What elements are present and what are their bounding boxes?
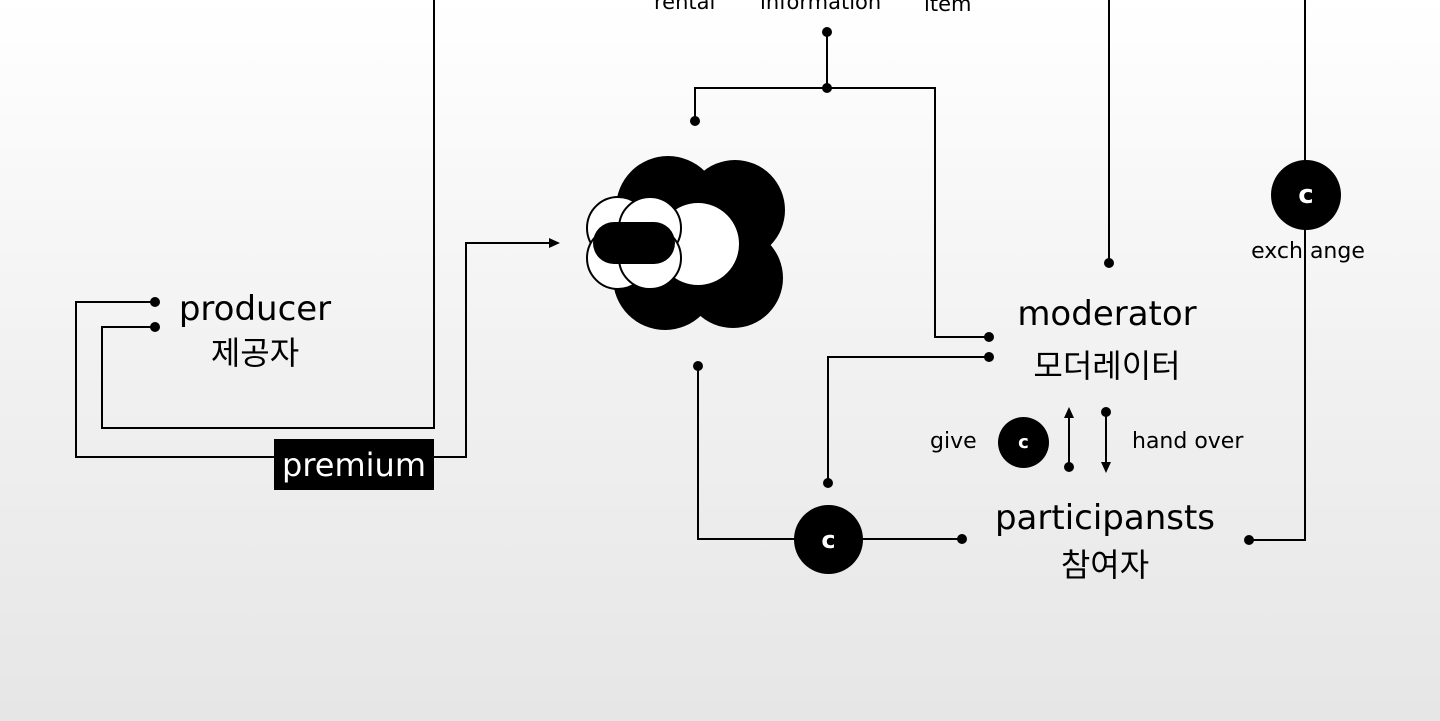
- producer-label-kr: 제공자: [210, 334, 300, 372]
- dot-moderator-top: [1104, 258, 1114, 268]
- dot-info-junction: [822, 83, 832, 93]
- dot-info-left: [690, 116, 700, 126]
- platform-icon: [586, 156, 785, 330]
- label-item: item: [924, 0, 972, 16]
- participants-label-kr: 참여자: [1060, 546, 1150, 584]
- connector-center-to-participants: [697, 366, 962, 540]
- dot-information: [822, 27, 832, 37]
- label-give: give: [930, 429, 977, 454]
- producer-label: producer: [178, 289, 332, 329]
- dot-participants-left: [957, 534, 967, 544]
- label-information: information: [760, 0, 882, 14]
- dot-c-top: [823, 478, 833, 488]
- dot-moderator-1: [984, 332, 994, 342]
- label-rental: rental: [654, 0, 716, 14]
- premium-tag: premium: [274, 439, 434, 490]
- dot-moderator-2: [984, 352, 994, 362]
- connector-info-left: [694, 87, 827, 121]
- dot-center-bottom: [693, 361, 703, 371]
- label-hand-over: hand over: [1132, 429, 1244, 454]
- currency-badge-give-letter: c: [1018, 432, 1029, 453]
- dot-producer-2: [150, 322, 160, 332]
- connector-exchange: [1249, 0, 1306, 541]
- connector-producer-inner: [101, 0, 435, 429]
- currency-badge-participants-letter: c: [821, 525, 836, 554]
- arrowhead-give: [1064, 407, 1074, 418]
- connector-info-to-moderator: [827, 87, 989, 338]
- arrowhead-premium: [549, 238, 560, 248]
- arrowhead-hand-over: [1101, 462, 1111, 473]
- connector-producer-outer: [75, 301, 274, 458]
- participants-label: participansts: [994, 498, 1216, 538]
- dot-producer-1: [150, 297, 160, 307]
- dot-hand-over: [1101, 407, 1111, 417]
- currency-badge-give: c: [998, 417, 1049, 468]
- connector-moderator-to-c: [827, 356, 989, 483]
- moderator-label-kr: 모더레이터: [1033, 347, 1181, 385]
- moderator-label: moderator: [1017, 294, 1197, 334]
- dot-give: [1064, 462, 1074, 472]
- currency-badge-participants: c: [794, 505, 863, 574]
- label-exchange: exch ange: [1251, 239, 1365, 264]
- currency-badge-exchange-letter: c: [1298, 180, 1314, 210]
- dot-participants-right: [1244, 535, 1254, 545]
- currency-badge-exchange: c: [1271, 160, 1341, 230]
- connector-premium-to-center: [434, 242, 550, 458]
